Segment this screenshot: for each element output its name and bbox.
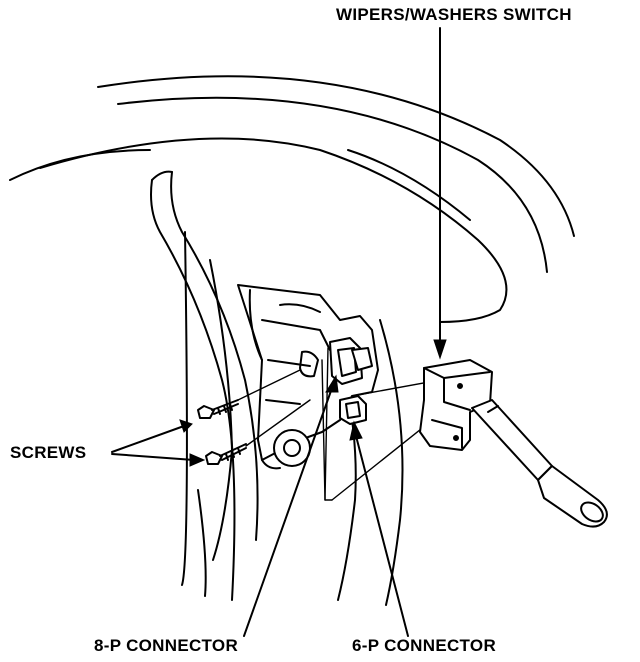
screw-guide-lines — [237, 369, 311, 447]
wiper-stalk — [471, 399, 608, 528]
screws-label: SCREWS — [10, 443, 87, 462]
connector-8p — [329, 337, 373, 385]
screw-lower — [205, 443, 247, 465]
screw-upper — [197, 399, 239, 419]
column-housing — [237, 284, 379, 470]
steering-wheel-rim — [9, 75, 575, 323]
leader-arrows — [111, 27, 447, 637]
8p-connector-label: 8-P CONNECTOR — [94, 636, 239, 655]
wipers-switch-body — [419, 359, 493, 451]
connector-6p — [339, 395, 367, 425]
6p-connector-label: 6-P CONNECTOR — [352, 636, 497, 655]
wipers-washers-switch-label: WIPERS/WASHERS SWITCH — [336, 5, 572, 24]
